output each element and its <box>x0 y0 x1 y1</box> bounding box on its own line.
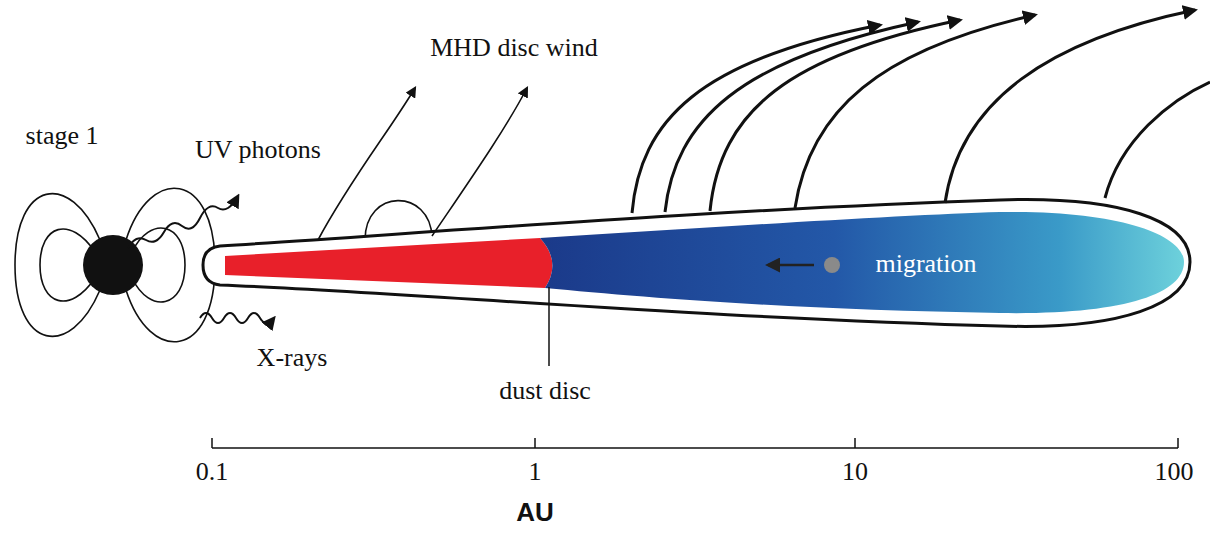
axis-unit-label: AU <box>516 498 554 527</box>
au-axis <box>212 438 1178 448</box>
axis-tick-label: 100 <box>1155 458 1194 487</box>
axis-tick-label: 10 <box>842 458 868 487</box>
axis-tick-label: 0.1 <box>196 458 229 487</box>
wind-arrow <box>795 15 1035 208</box>
wind-arrow <box>318 88 415 240</box>
uv-photons-label: UV photons <box>195 136 321 165</box>
axis-tick <box>534 438 536 448</box>
stage-label: stage 1 <box>26 122 99 151</box>
migration-arrow <box>768 264 814 267</box>
wind-arrow <box>945 10 1195 203</box>
axis-tick <box>211 438 213 448</box>
wind-arrow <box>432 88 527 236</box>
uv-photon-arrow <box>128 196 238 248</box>
star <box>83 235 143 295</box>
inner-dust-disc <box>225 238 552 288</box>
x-ray-arrow <box>200 313 274 323</box>
gas-disc-outline <box>203 200 1190 327</box>
x-rays-label: X-rays <box>257 344 328 373</box>
axis-tick <box>854 438 856 448</box>
outer-dust-disc <box>540 212 1184 313</box>
leader-line <box>548 287 550 366</box>
dust-disc-label: dust disc <box>499 377 591 406</box>
axis-tick-label: 1 <box>529 458 542 487</box>
wind-label: MHD disc wind <box>430 34 598 63</box>
outer-wind <box>632 10 1210 213</box>
migration-label: migration <box>875 250 976 279</box>
planet-dot <box>824 257 840 273</box>
axis-tick <box>1177 438 1179 448</box>
axis-line <box>212 447 1178 449</box>
inner-wind <box>318 88 527 240</box>
wind-arrow <box>1105 82 1210 198</box>
wind-arrow <box>665 22 918 212</box>
